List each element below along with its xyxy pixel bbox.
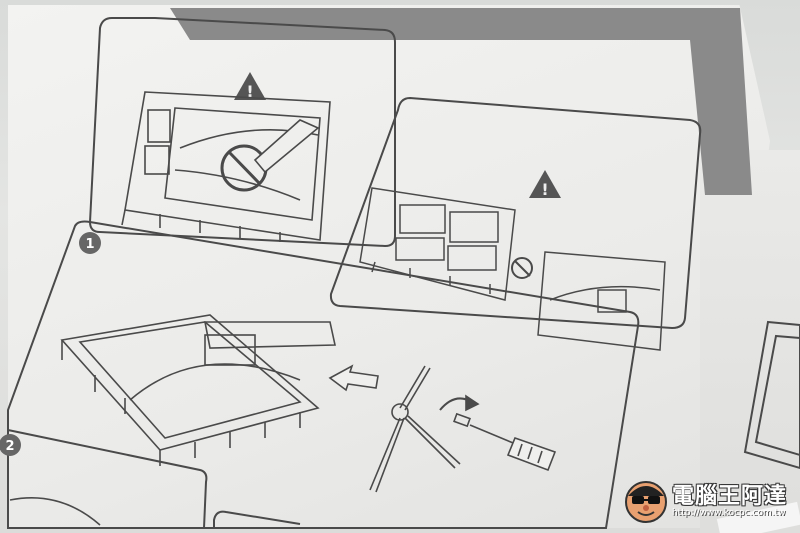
watermark-url: http://www.kocpc.com.tw [672, 508, 786, 518]
watermark-title: 電腦王阿達 [672, 484, 788, 509]
monitor-in-box-illustration [121, 91, 331, 242]
manual-page-right [700, 150, 800, 533]
svg-text:!: ! [541, 180, 548, 199]
arrow-left-icon [328, 364, 379, 392]
monitor-face-down-illustration [359, 187, 666, 351]
warning-panel-top-right: ! [329, 96, 702, 351]
step-2-panel: 2 [0, 428, 301, 529]
step-1-number: 1 [85, 237, 94, 252]
right-page-frame [743, 320, 800, 470]
warning-icon-right [529, 170, 561, 198]
screwdriver-icon [453, 412, 557, 472]
warning-panel-top-left: ! [88, 17, 396, 248]
mascot-face-icon [625, 481, 667, 523]
manual-page-left [8, 5, 770, 528]
svg-text:!: ! [246, 82, 253, 101]
paper-corner [716, 501, 800, 533]
step-1-badge [79, 232, 101, 254]
warning-icon [234, 72, 266, 100]
step-2-number: 2 [5, 439, 14, 454]
step-2-badge [0, 434, 21, 456]
rotate-arrow-icon [465, 394, 480, 412]
step-1-panel: 1 [7, 220, 640, 529]
monitor-stand-attach-illustration [60, 314, 557, 493]
watermark: 電腦王阿達 http://www.kocpc.com.tw [622, 476, 798, 528]
header-banner [170, 8, 752, 195]
